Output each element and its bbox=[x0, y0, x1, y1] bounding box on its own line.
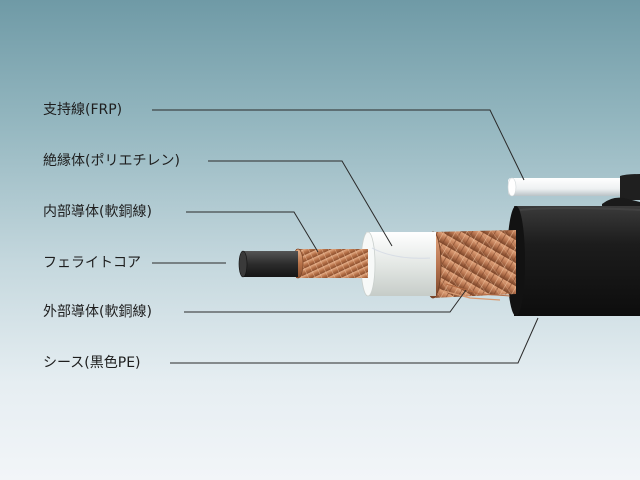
support-wire-frp bbox=[507, 177, 628, 197]
label-insulator: 絶縁体(ポリエチレン) bbox=[43, 153, 180, 169]
insulator-polyethylene bbox=[360, 231, 436, 297]
leader-line-support-wire bbox=[152, 109, 525, 181]
leader-line-outer-conductor bbox=[184, 289, 467, 313]
inner-conductor-copper bbox=[292, 248, 368, 279]
leader-lines bbox=[152, 109, 539, 364]
label-support-wire: 支持線(FRP) bbox=[43, 102, 123, 118]
leader-line-sheath bbox=[170, 317, 539, 364]
label-inner-conductor: 内部導体(軟銅線) bbox=[43, 204, 152, 220]
label-outer-conductor: 外部導体(軟銅線) bbox=[43, 304, 152, 320]
label-ferrite-core: フェライトコア bbox=[43, 255, 141, 271]
outer-conductor-braid bbox=[424, 230, 516, 301]
leader-line-inner-conductor bbox=[186, 211, 319, 253]
ferrite-core bbox=[238, 250, 298, 278]
leader-line-insulator bbox=[208, 160, 393, 247]
sheath-black-pe bbox=[507, 174, 640, 316]
label-sheath: シース(黒色PE) bbox=[43, 355, 141, 371]
